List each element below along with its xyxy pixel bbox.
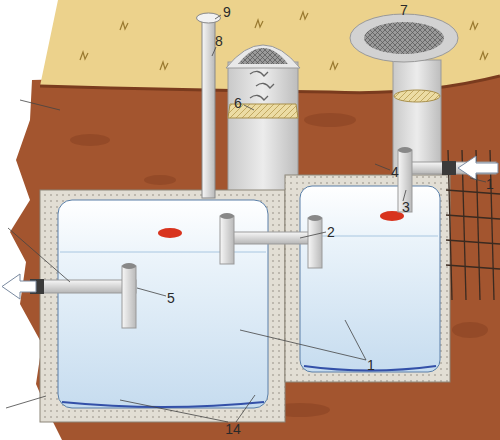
filter-layer: [394, 90, 440, 102]
callout-number: 6: [234, 96, 242, 110]
grass: [330, 62, 338, 70]
tee-pipe: [220, 216, 234, 264]
rebar: [446, 265, 500, 269]
plastic-tank: [300, 186, 440, 372]
air-flow-arrows: [250, 71, 274, 100]
plastic-tank: [58, 200, 268, 408]
curved-arrow: [250, 71, 268, 76]
concrete-chamber: [285, 175, 450, 382]
pipe-opening: [308, 215, 322, 221]
leader-line: [244, 105, 254, 110]
flow-arrow: [2, 274, 36, 299]
soil-clod: [452, 322, 488, 338]
soil-clod: [144, 175, 176, 185]
leader-line: [20, 100, 60, 110]
vent-cap: [197, 13, 221, 23]
shaft-lid: [350, 14, 458, 62]
pipe-opening: [122, 263, 136, 269]
callout-number: 7: [400, 3, 408, 17]
tee-pipe: [308, 218, 322, 268]
leader-line: [345, 320, 366, 360]
grass: [480, 52, 488, 60]
outlet-pipe: [32, 280, 136, 293]
soil-clod: [304, 113, 356, 127]
tank-bottom-edge: [62, 402, 264, 407]
grass: [120, 22, 128, 30]
soil-clod: [70, 134, 110, 146]
grass: [80, 52, 88, 60]
pipe-sleeve: [442, 161, 456, 175]
callout-number: 2: [327, 225, 335, 239]
leader-line: [120, 400, 228, 422]
leader-line: [6, 396, 46, 408]
tee-pipe: [122, 266, 136, 328]
water-level: [60, 252, 266, 253]
callout-number: 14: [225, 422, 241, 436]
grass: [300, 12, 308, 20]
callout-number: 4: [391, 165, 399, 179]
callout-number: 3: [402, 200, 410, 214]
overflow-pipe: [226, 232, 316, 244]
callout-number: 8: [215, 34, 223, 48]
leader-line: [215, 15, 221, 19]
shaft-dome: [226, 45, 300, 68]
leader-line: [300, 232, 326, 238]
leader-line: [375, 164, 390, 170]
tank-cap: [158, 228, 182, 238]
lid-grate: [364, 22, 444, 54]
callout-number: 1: [367, 358, 375, 372]
leader-line: [236, 395, 255, 422]
dome-grate: [238, 48, 288, 64]
leader-line: [212, 47, 216, 56]
callout-number: 9: [223, 5, 231, 19]
rebar: [446, 215, 500, 219]
rebar: [446, 240, 500, 244]
inspection-shaft: [228, 62, 298, 194]
callout-number: 5: [167, 291, 175, 305]
curved-arrow: [250, 95, 268, 100]
curved-arrow: [256, 83, 274, 88]
grass: [255, 20, 263, 28]
concrete-chamber: [40, 190, 285, 422]
callout-number: 1: [486, 177, 494, 191]
leader-line: [470, 178, 486, 182]
pipe-opening: [220, 213, 234, 219]
leader-lines: [6, 15, 486, 422]
grass: [470, 22, 478, 30]
leader-line: [240, 330, 366, 360]
leader-line: [8, 228, 70, 282]
vent-pipe: [202, 18, 215, 198]
grass: [160, 62, 168, 70]
pipe-opening: [398, 147, 412, 153]
leader-line: [137, 288, 166, 296]
